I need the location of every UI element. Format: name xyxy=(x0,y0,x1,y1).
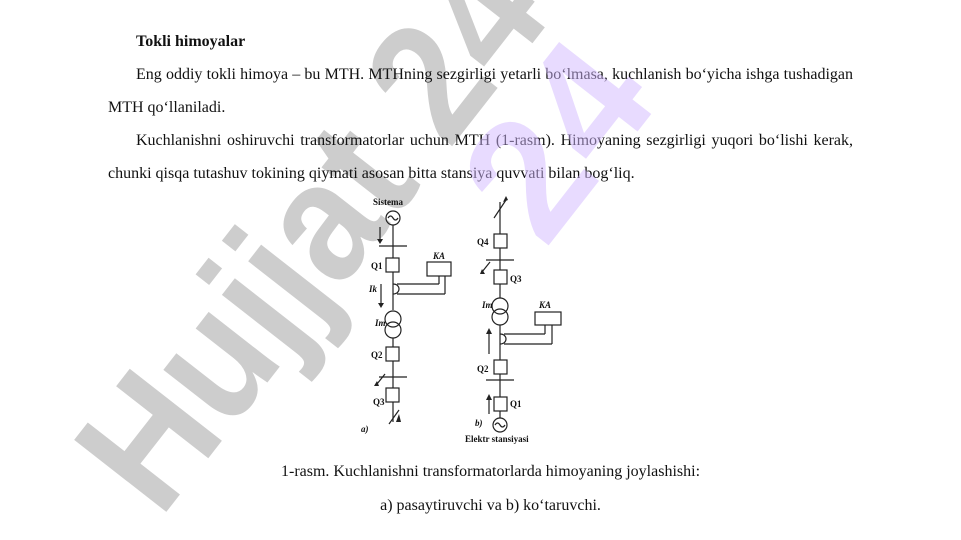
label-q3-a: Q3 xyxy=(373,397,385,407)
transformer-b-upper xyxy=(491,297,509,315)
label-it-b: Iт xyxy=(481,300,493,310)
section-heading: Tokli himoyalar xyxy=(136,33,246,50)
relay-ka-b xyxy=(534,311,562,326)
label-elektr-stansiyasi: Elektr stansiyasi xyxy=(465,434,529,444)
paragraph-2-text: Kuchlanishni oshiruvchi transformatorlar… xyxy=(108,132,853,182)
breaker-q1-b xyxy=(493,396,508,412)
label-q2-b: Q2 xyxy=(477,364,489,374)
transformer-a-upper xyxy=(384,310,402,328)
paragraph-1-text: Eng oddiy tokli himoya – bu MTH. MTHning… xyxy=(108,66,853,116)
breaker-q2-a xyxy=(385,346,400,362)
figure-caption-line2: a) pasaytiruvchi va b) ko‘taruvchi. xyxy=(380,497,601,514)
figure-caption-line1: 1-rasm. Kuchlanishni transformatorlarda … xyxy=(280,463,701,480)
breaker-q3-a xyxy=(385,387,400,403)
relay-ka-a xyxy=(426,261,452,277)
label-ka-b: KA xyxy=(538,300,551,310)
label-q3-b: Q3 xyxy=(510,274,522,284)
paragraph-1: Eng oddiy tokli himoya – bu MTH. MTHning… xyxy=(108,58,853,124)
label-a: a) xyxy=(361,424,369,434)
breaker-q4-b xyxy=(493,233,508,249)
label-q1-b: Q1 xyxy=(510,399,522,409)
breaker-q3-b xyxy=(493,269,508,285)
label-it-a: Iт xyxy=(374,318,386,328)
label-b: b) xyxy=(475,418,483,428)
label-ik-a: Ik xyxy=(368,284,378,294)
breaker-q2-b xyxy=(493,359,508,375)
label-q1-a: Q1 xyxy=(371,261,383,271)
label-q2-a: Q2 xyxy=(371,350,383,360)
source-b-symbol xyxy=(492,417,508,433)
label-ka-a: KA xyxy=(432,251,445,261)
transformer-a-lower xyxy=(384,321,402,339)
label-q4-b: Q4 xyxy=(477,237,489,247)
breaker-q1-a xyxy=(385,257,400,273)
label-sistema: Sistema xyxy=(373,197,403,207)
paragraph-2: Kuchlanishni oshiruvchi transformatorlar… xyxy=(108,124,853,190)
transformer-b-lower xyxy=(491,308,509,326)
protection-diagram: Sistema Q1 KA Ik Iт Q2 Q3 a) Q4 Q3 Iт KA… xyxy=(361,196,562,444)
